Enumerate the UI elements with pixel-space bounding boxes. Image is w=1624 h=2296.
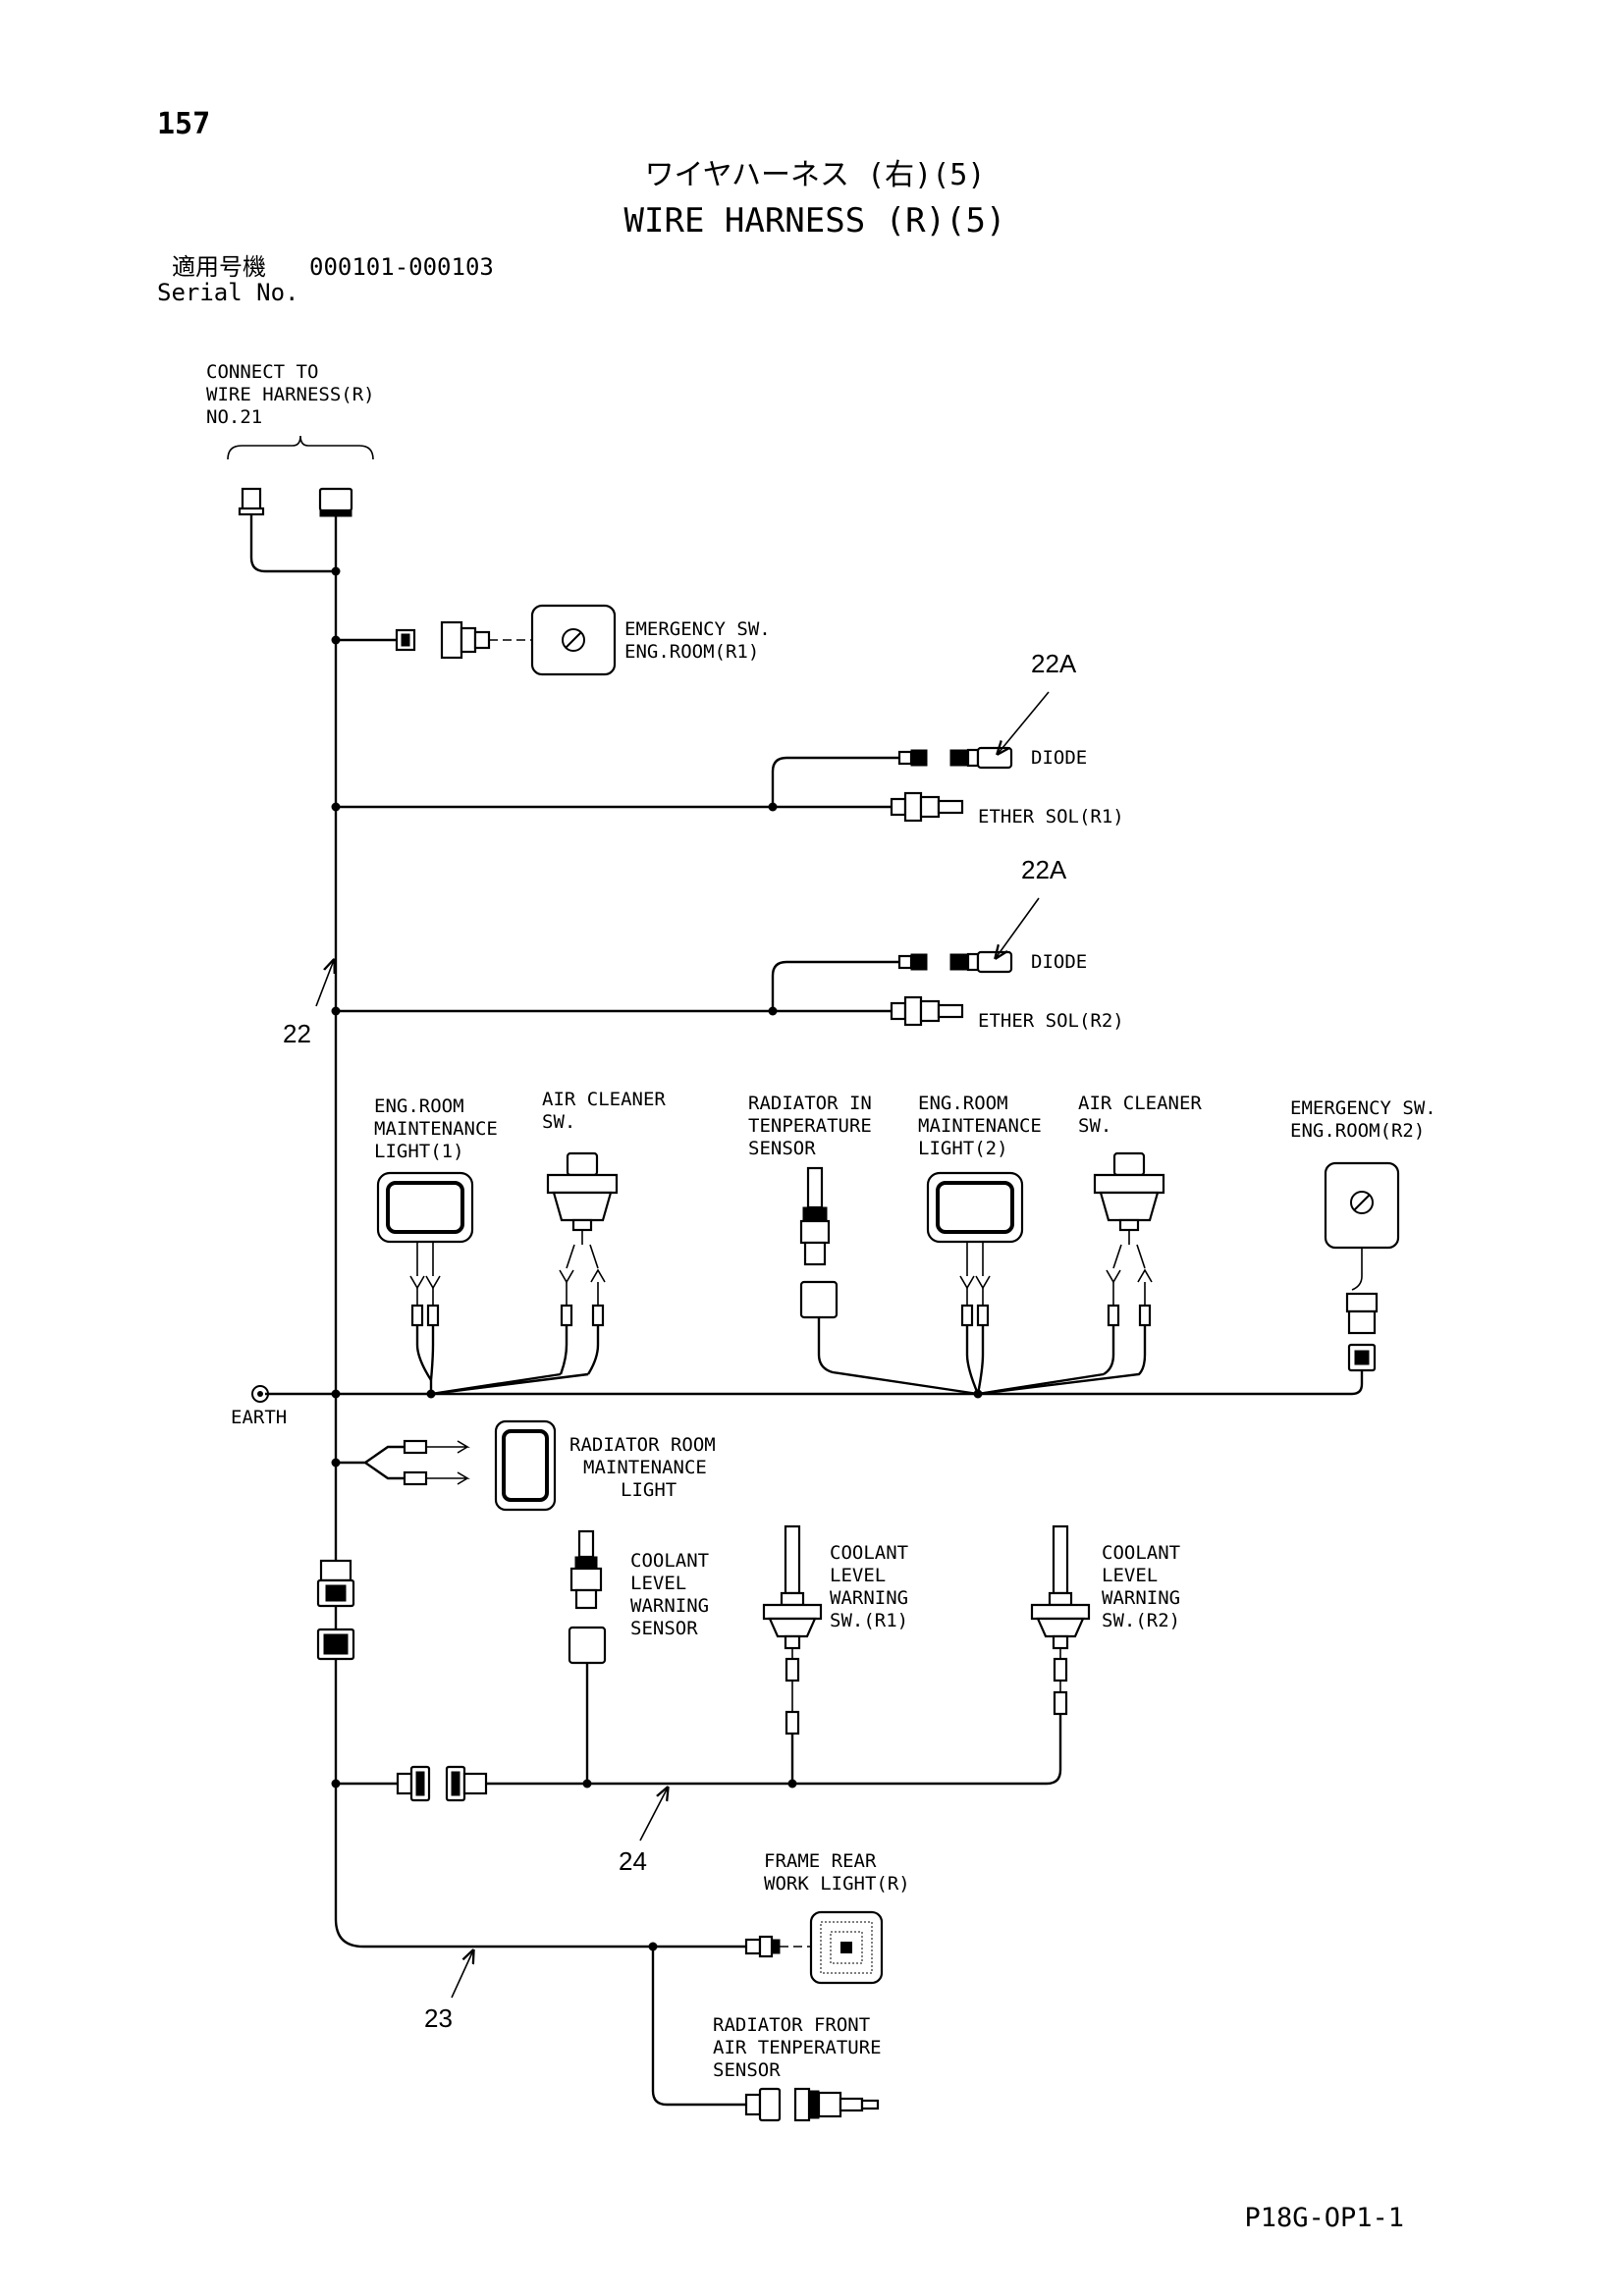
coolant-sensor-label-3: WARNING <box>630 1595 709 1617</box>
emergency-sw-r1-icon <box>530 604 617 676</box>
radiator-in-label-2: TENPERATURE <box>748 1115 872 1137</box>
eng-light-1-label-1: ENG.ROOM <box>374 1095 464 1117</box>
coolant-sensor-label-2: LEVEL <box>630 1573 686 1594</box>
eng-light-1-label-2: MAINTENANCE <box>374 1118 498 1140</box>
coolant-sw-r1-label-2: LEVEL <box>830 1565 886 1586</box>
ether-sol-r1-label: ETHER SOL(R1) <box>978 806 1124 828</box>
drawing-code: P18G-OP1-1 <box>1244 2203 1404 2233</box>
diode-1-connector <box>897 746 1013 770</box>
emergency-sw-r1-socket <box>440 620 491 660</box>
trunk-inline-connector <box>316 1559 355 1661</box>
emergency-sw-r2-label-2: ENG.ROOM(R2) <box>1290 1120 1425 1142</box>
earth-symbol <box>251 1385 269 1403</box>
coolant-sw-r2-label-1: COOLANT <box>1102 1542 1180 1564</box>
page-number: 157 <box>157 107 210 141</box>
coolant-sw-r1-label-4: SW.(R1) <box>830 1610 908 1631</box>
connect-to-connector-left <box>238 487 265 516</box>
coolant-sw-r2-label-2: LEVEL <box>1102 1565 1158 1586</box>
coolant-sensor-label-1: COOLANT <box>630 1550 709 1572</box>
radiator-room-light-icon <box>494 1419 557 1512</box>
diode-1-label: DIODE <box>1031 747 1087 769</box>
emergency-sw-r2-connector <box>1345 1292 1379 1372</box>
callout-22: 22 <box>283 1019 311 1048</box>
air-cleaner-1-icon <box>546 1151 619 1232</box>
air-cleaner-2-label-2: SW. <box>1078 1115 1111 1137</box>
emergency-sw-r1-label-1: EMERGENCY SW. <box>624 618 771 640</box>
coolant-sw-r2-label-3: WARNING <box>1102 1587 1180 1609</box>
connect-to-label: CONNECT TO WIRE HARNESS(R) NO.21 <box>206 361 375 428</box>
serial-label-english: Serial No. <box>157 279 299 306</box>
radiator-in-label-1: RADIATOR IN <box>748 1093 872 1114</box>
connect-to-brace <box>227 435 374 460</box>
diode-2-label: DIODE <box>1031 951 1087 973</box>
callout-23: 23 <box>424 2003 453 2033</box>
callout-22a-upper: 22A <box>1031 649 1077 678</box>
emergency-sw-r1-label-2: ENG.ROOM(R1) <box>624 641 759 663</box>
serial-range: 000101-000103 <box>309 253 494 281</box>
air-cleaner-2-label-1: AIR CLEANER <box>1078 1093 1202 1114</box>
connect-to-connector-right <box>318 487 353 517</box>
radiator-room-label-2: MAINTENANCE <box>583 1457 707 1478</box>
eng-light-1-label-3: LIGHT(1) <box>374 1141 464 1162</box>
coolant-sw-r1-label-1: COOLANT <box>830 1542 908 1564</box>
air-cleaner-2-icon <box>1093 1151 1165 1232</box>
connect-to-line-1: CONNECT TO <box>206 361 318 383</box>
radiator-room-label-3: LIGHT <box>621 1479 677 1501</box>
radiator-front-label-3: SENSOR <box>713 2059 781 2081</box>
serial-label-japanese: 適用号機 <box>172 253 266 281</box>
coolant-sw-r1-label-3: WARNING <box>830 1587 908 1609</box>
coolant-sw-r2-icon <box>1030 1524 1091 1716</box>
title-japanese: ワイヤハーネス (右)(5) <box>645 158 986 192</box>
coolant-sensor-icon <box>568 1529 607 1665</box>
coolant-sw-r1-icon <box>762 1524 823 1735</box>
eng-light-2-label-2: MAINTENANCE <box>918 1115 1042 1137</box>
coolant-sw-r2-label-4: SW.(R2) <box>1102 1610 1180 1631</box>
ether-sol-r2-label: ETHER SOL(R2) <box>978 1010 1124 1032</box>
frame-rear-label-1: FRAME REAR <box>764 1850 877 1872</box>
radiator-front-label-2: AIR TENPERATURE <box>713 2037 882 2058</box>
harness-24-connector <box>396 1765 488 1802</box>
earth-label: EARTH <box>231 1407 287 1428</box>
ether-sol-r2-connector <box>890 995 964 1027</box>
callout-22a-lower: 22A <box>1021 855 1067 884</box>
diode-2-connector <box>897 950 1013 974</box>
emergency-sw-r2-icon <box>1324 1161 1400 1250</box>
eng-light-2-icon <box>926 1171 1024 1244</box>
radiator-in-label-3: SENSOR <box>748 1138 816 1159</box>
emergency-sw-r1-plug <box>395 628 416 652</box>
frame-rear-light-connector <box>744 1935 781 1958</box>
main-harness-trunk <box>334 571 746 1949</box>
air-cleaner-1-label-2: SW. <box>542 1111 575 1133</box>
coolant-sensor-label-4: SENSOR <box>630 1618 698 1639</box>
ether-sol-r1-connector <box>890 791 964 823</box>
air-cleaner-1-label-1: AIR CLEANER <box>542 1089 666 1110</box>
callout-24: 24 <box>619 1846 647 1876</box>
radiator-front-label-1: RADIATOR FRONT <box>713 2014 870 2036</box>
frame-rear-label-2: WORK LIGHT(R) <box>764 1873 910 1895</box>
eng-light-2-label-1: ENG.ROOM <box>918 1093 1008 1114</box>
title-english: WIRE HARNESS (R)(5) <box>624 201 1006 240</box>
eng-light-2-label-3: LIGHT(2) <box>918 1138 1008 1159</box>
radiator-front-sensor-connector <box>744 2087 880 2122</box>
frame-rear-work-light-icon <box>809 1910 884 1985</box>
connect-to-line-2: WIRE HARNESS(R) <box>206 384 375 405</box>
connect-to-line-3: NO.21 <box>206 406 262 428</box>
radiator-in-sensor-icon <box>799 1166 839 1319</box>
harness-24 <box>336 1713 1062 1786</box>
emergency-sw-r2-label-1: EMERGENCY SW. <box>1290 1097 1436 1119</box>
radiator-room-label-1: RADIATOR ROOM <box>569 1434 716 1456</box>
eng-light-1-icon <box>376 1171 474 1244</box>
